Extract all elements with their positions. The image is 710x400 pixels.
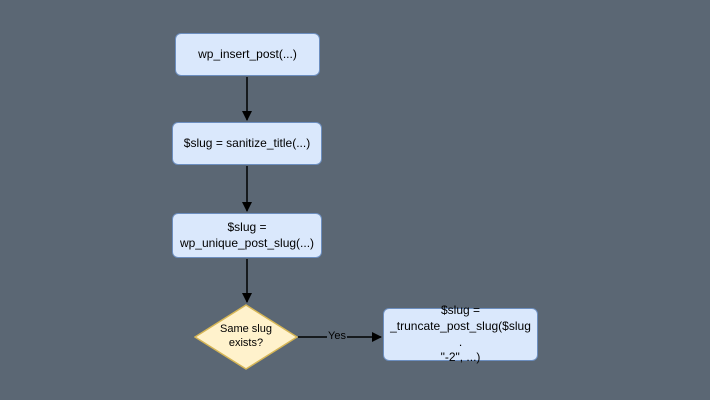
node-truncate-post-slug: $slug = _truncate_post_slug($slug . "-2"…	[383, 303, 538, 364]
node-decision-same-slug-exists: Same slug exists?	[194, 304, 298, 370]
node-sanitize-title: $slug = sanitize_title(...)	[172, 122, 322, 165]
node-wp-unique-post-slug: $slug = wp_unique_post_slug(...)	[172, 213, 322, 258]
node-decision-label: Same slug exists?	[220, 323, 272, 349]
edge-label-yes: Yes	[327, 330, 347, 343]
node-wp-insert-post: wp_insert_post(...)	[175, 33, 320, 76]
diamond-shape	[194, 304, 298, 370]
